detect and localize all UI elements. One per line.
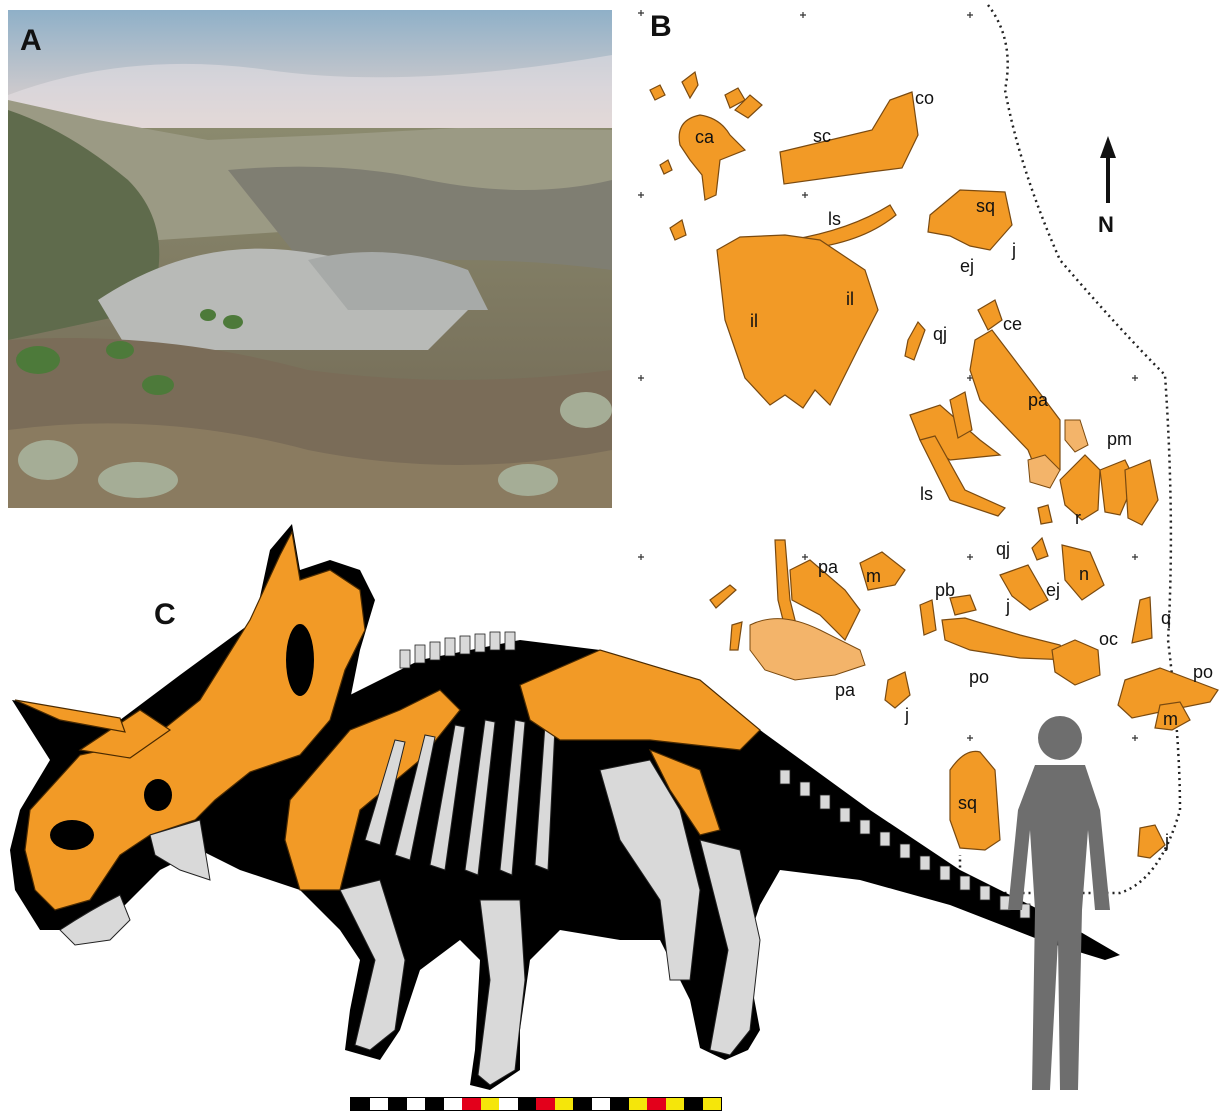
scale-bar-segment <box>536 1098 555 1110</box>
scale-bar-segment <box>370 1098 389 1110</box>
scale-bar-segment <box>555 1098 574 1110</box>
label-pm: pm <box>1107 429 1132 449</box>
scale-bar-segment <box>481 1098 500 1110</box>
label-ls1: ls <box>828 209 841 229</box>
skeletal-reconstruction <box>0 510 1223 1111</box>
scale-bar-segment <box>573 1098 592 1110</box>
scale-bar-segment <box>647 1098 666 1110</box>
scale-bar-segment <box>592 1098 611 1110</box>
label-qj1: qj <box>933 324 947 344</box>
label-sq1: sq <box>976 196 995 216</box>
scale-bar-segment <box>462 1098 481 1110</box>
scale-bar-segment <box>629 1098 648 1110</box>
scale-bar-segment <box>518 1098 537 1110</box>
panel-label-b: B <box>650 10 672 44</box>
north-label: N <box>1098 212 1114 237</box>
scale-bar-segment <box>407 1098 426 1110</box>
scale-bar-segment <box>703 1098 722 1110</box>
panel-label-a: A <box>20 24 42 58</box>
label-j1: j <box>1011 240 1016 260</box>
label-ej1: ej <box>960 256 974 276</box>
scale-bar-segment <box>684 1098 703 1110</box>
scale-bar <box>350 1097 722 1111</box>
field-site-photo <box>8 10 612 508</box>
scale-bar-segment <box>425 1098 444 1110</box>
label-ce: ce <box>1003 314 1022 334</box>
label-il2: il <box>846 289 854 309</box>
scale-bar-segment <box>388 1098 407 1110</box>
bone-ilium <box>717 235 878 408</box>
bone-sc <box>780 92 918 184</box>
north-arrow-icon <box>1100 136 1116 203</box>
label-il1: il <box>750 311 758 331</box>
panel-label-c: C <box>154 598 176 632</box>
label-sc: sc <box>813 126 831 146</box>
label-ca: ca <box>695 127 715 147</box>
label-co: co <box>915 88 934 108</box>
label-ls2: ls <box>920 484 933 504</box>
scale-bar-segment <box>351 1098 370 1110</box>
scale-bar-segment <box>610 1098 629 1110</box>
scale-bar-segment <box>444 1098 463 1110</box>
scale-bar-segment <box>499 1098 518 1110</box>
bone-sq <box>928 190 1012 250</box>
scale-bar-segment <box>666 1098 685 1110</box>
label-pa1: pa <box>1028 390 1049 410</box>
